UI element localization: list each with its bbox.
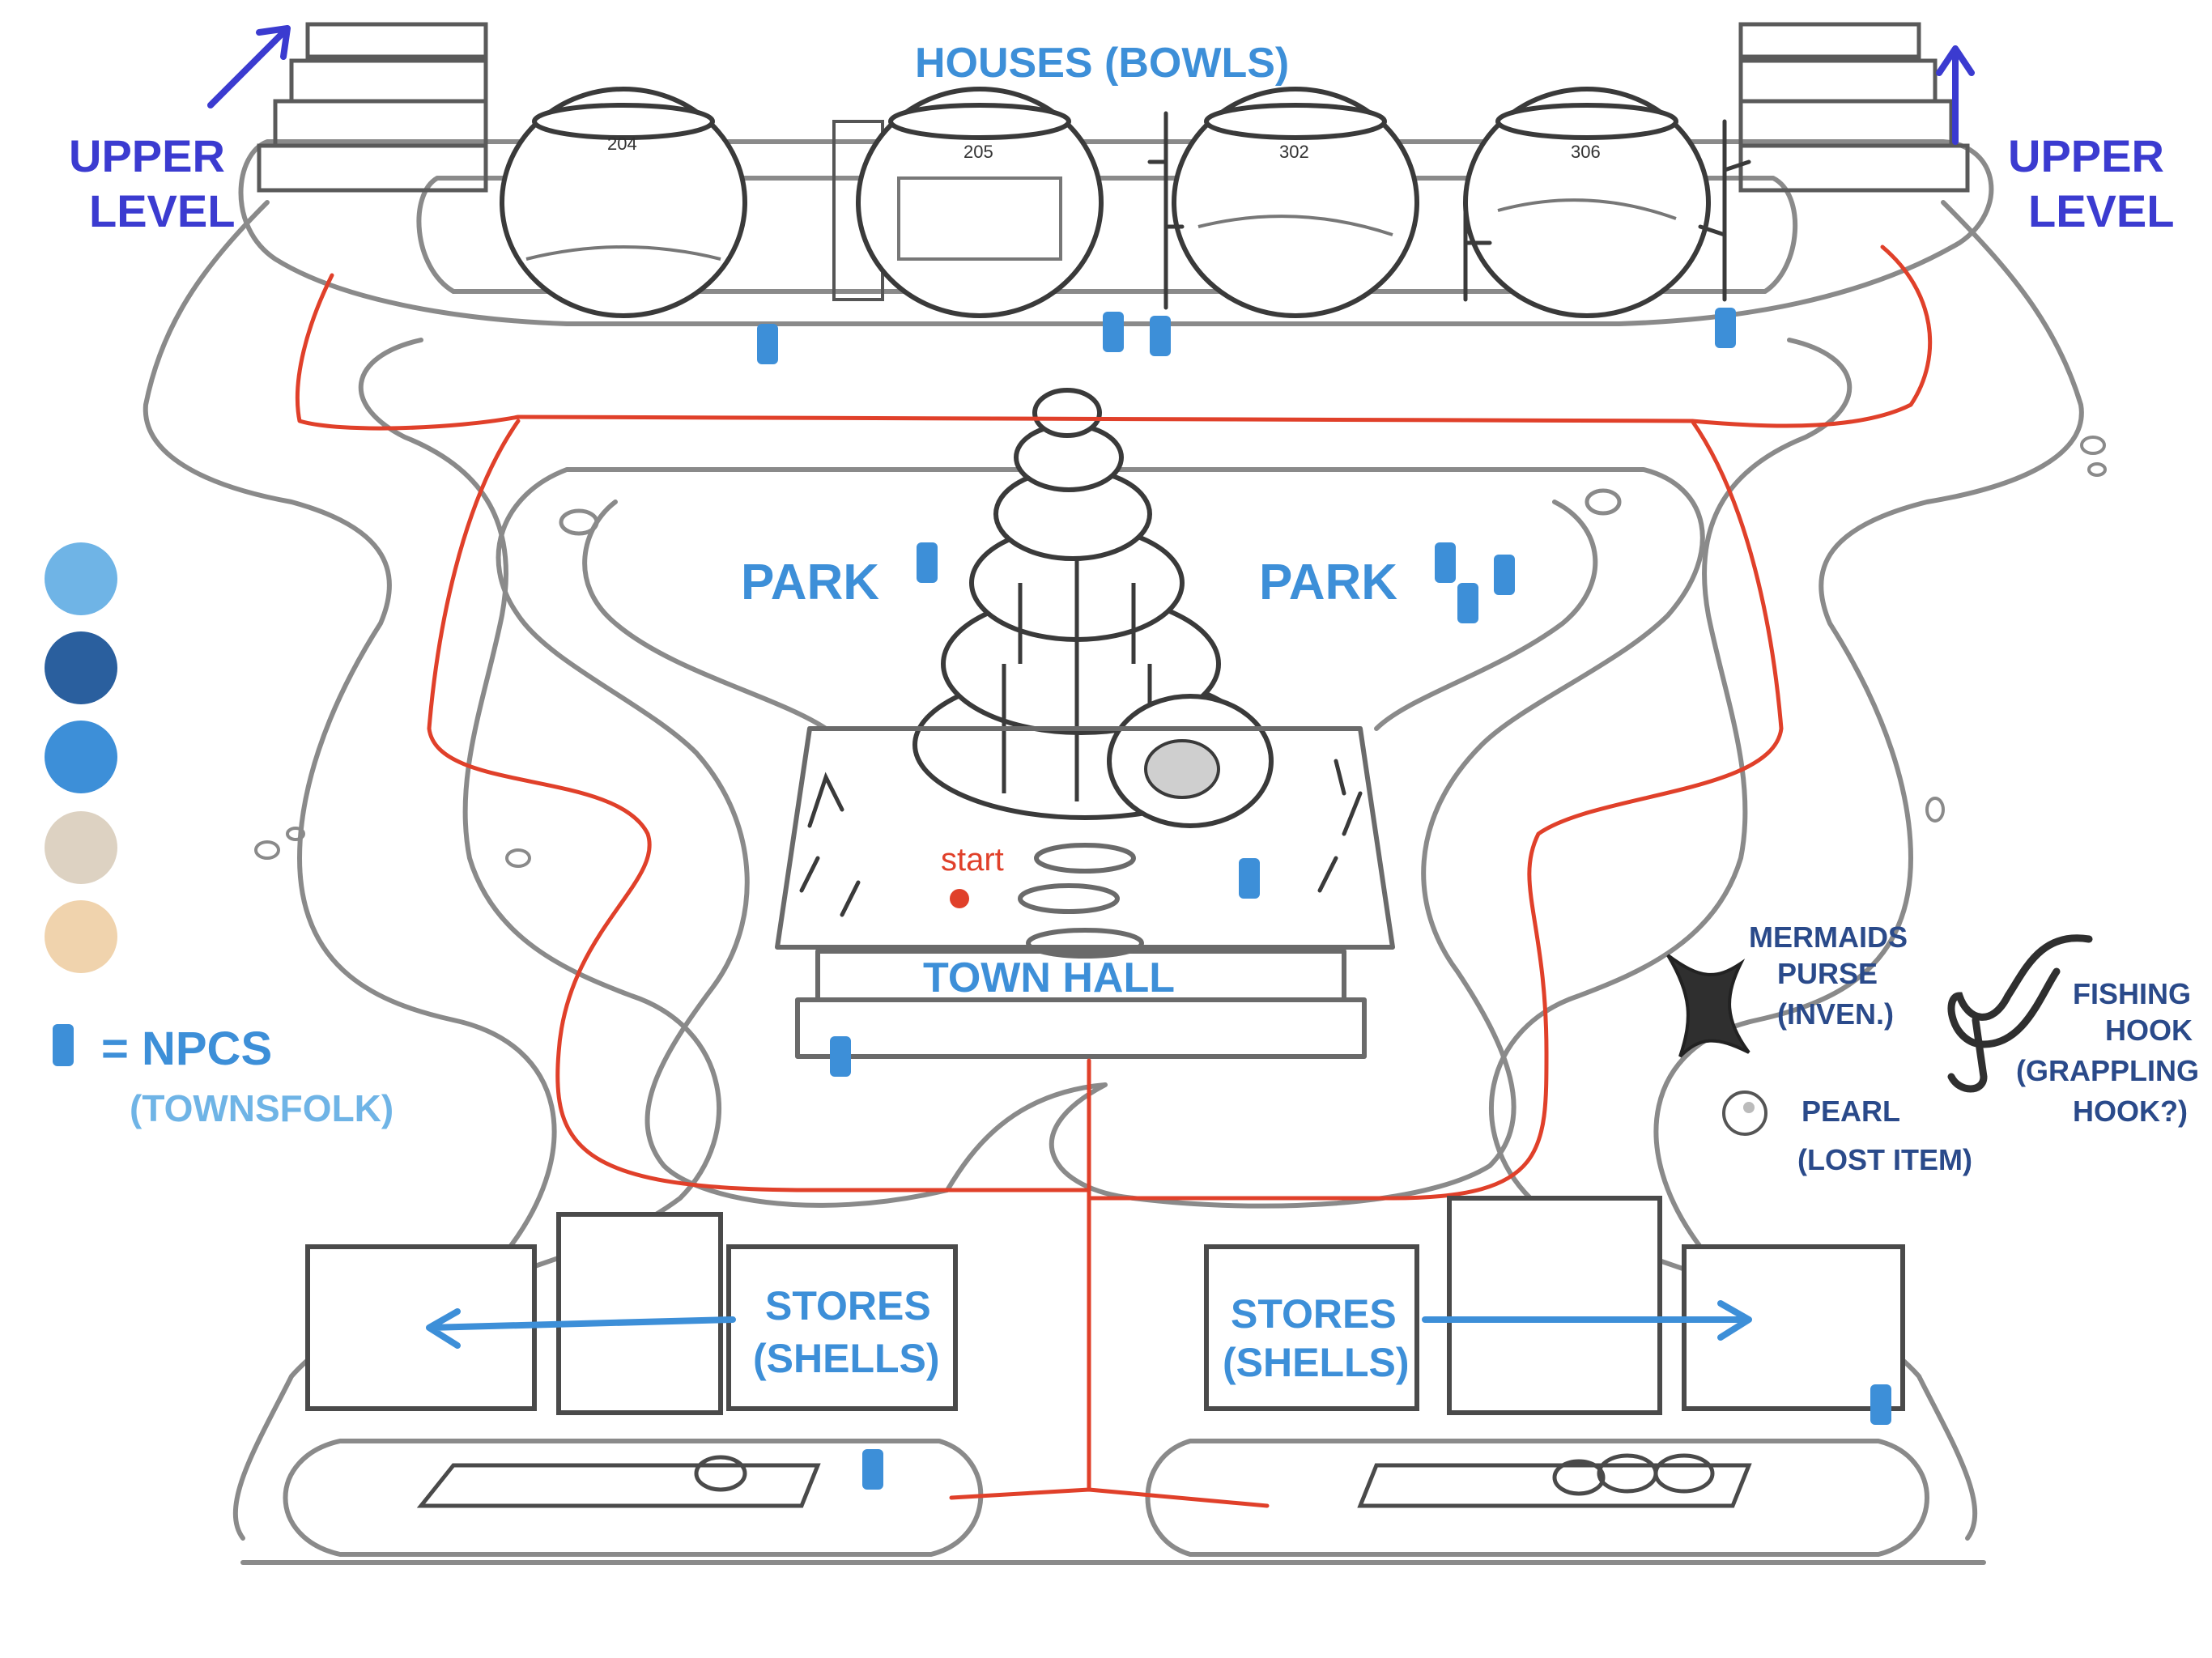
- town-hall-label: TOWN HALL: [923, 954, 1175, 1001]
- pearl-label: PEARL: [1802, 1095, 1900, 1128]
- park-label-left: PARK: [741, 555, 879, 610]
- mermaids-purse-icon: [1668, 955, 1749, 1056]
- npc-marker[interactable]: [1457, 583, 1478, 623]
- npc-legend-label: = NPCS: [101, 1022, 272, 1075]
- fishing-hook-label-4: HOOK?): [2073, 1095, 2188, 1128]
- upper-level-label-left-2: LEVEL: [89, 185, 235, 236]
- stores-label-left: STORES: [765, 1283, 931, 1329]
- color-swatches: [45, 542, 117, 973]
- pearl-label-2: (LOST ITEM): [1797, 1143, 1972, 1176]
- staircase-right[interactable]: [1741, 24, 1967, 190]
- npc-marker[interactable]: [1494, 555, 1515, 595]
- swatch-light-blue: [45, 542, 117, 615]
- swatch-peach: [45, 900, 117, 973]
- bowl-number: 302: [1279, 142, 1309, 162]
- house-bowl-204[interactable]: 204: [502, 89, 745, 316]
- swatch-blue: [45, 721, 117, 793]
- houses-label: HOUSES (BOWLS): [915, 40, 1289, 87]
- npc-marker[interactable]: [1435, 542, 1456, 583]
- npc-marker[interactable]: [862, 1449, 883, 1490]
- bowl-number: 204: [607, 134, 637, 154]
- pearl-boulder: [1109, 696, 1271, 826]
- staircase-left[interactable]: [259, 24, 486, 190]
- fishing-hook-label: FISHING: [2073, 977, 2191, 1010]
- npc-marker[interactable]: [1715, 308, 1736, 348]
- upper-level-label-right-2: LEVEL: [2028, 185, 2174, 236]
- fishing-hook-label-3: (GRAPPLING: [2016, 1054, 2199, 1087]
- npc-marker[interactable]: [1870, 1384, 1891, 1425]
- bowl-number: 205: [963, 142, 993, 162]
- mermaids-purse-label-2: PURSE: [1777, 957, 1878, 990]
- house-bowl-302[interactable]: 302: [1174, 89, 1417, 316]
- swatch-navy: [45, 631, 117, 704]
- park-label-right: PARK: [1259, 555, 1397, 610]
- store-planters: [421, 1456, 1749, 1506]
- npc-marker[interactable]: [917, 542, 938, 583]
- stores-label-right: STORES: [1231, 1291, 1397, 1337]
- start-label: start: [941, 842, 1004, 878]
- npc-marker[interactable]: [1150, 316, 1171, 356]
- npc-marker[interactable]: [1239, 858, 1260, 899]
- house-bowl-205[interactable]: 205: [834, 89, 1101, 316]
- mermaids-purse-label: MERMAIDS: [1749, 920, 1908, 954]
- swatch-beige: [45, 811, 117, 884]
- house-bowl-306[interactable]: 306: [1465, 89, 1708, 316]
- mermaids-purse-label-3: (INVEN.): [1777, 997, 1894, 1031]
- npc-legend-sublabel: (TOWNSFOLK): [130, 1087, 393, 1129]
- stores-label-left-2: (SHELLS): [753, 1336, 940, 1381]
- npc-marker[interactable]: [757, 324, 778, 364]
- upper-level-label-right: UPPER: [2008, 130, 2164, 181]
- start-marker[interactable]: [950, 889, 969, 908]
- stores-label-right-2: (SHELLS): [1223, 1340, 1410, 1385]
- npc-marker[interactable]: [1103, 312, 1124, 352]
- bowl-number: 306: [1571, 142, 1601, 162]
- upper-level-label-left: UPPER: [69, 130, 225, 181]
- fishing-hook-label-2: HOOK: [2105, 1014, 2193, 1047]
- npc-legend-icon: [53, 1024, 74, 1066]
- npc-marker[interactable]: [830, 1036, 851, 1077]
- pearl-icon: [1724, 1092, 1766, 1134]
